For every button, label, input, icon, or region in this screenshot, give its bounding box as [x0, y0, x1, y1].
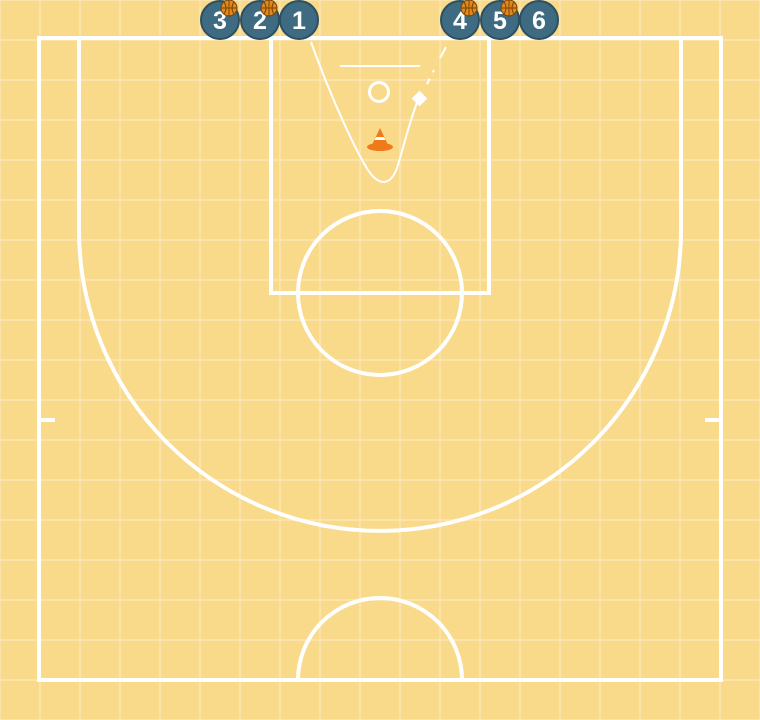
player-3[interactable]: 3: [200, 0, 240, 40]
movement-path: [310, 41, 419, 183]
player-4[interactable]: 4: [440, 0, 480, 40]
player-5[interactable]: 5: [480, 0, 520, 40]
three-point-line: [77, 38, 683, 533]
basketball-icon: [260, 0, 278, 17]
basketball-icon: [460, 0, 478, 17]
player-2[interactable]: 2: [240, 0, 280, 40]
pass-line-segment: [426, 69, 435, 85]
player-number: 6: [532, 7, 546, 35]
cone-icon: [367, 128, 393, 151]
pass-line-end: [439, 46, 447, 59]
free-throw-circle: [296, 209, 464, 377]
basketball-icon: [500, 0, 518, 17]
player-number: 1: [292, 7, 306, 35]
player-6[interactable]: 6: [519, 0, 559, 40]
center-circle: [296, 596, 464, 681]
basketball-icon: [220, 0, 238, 17]
hoop-icon: [368, 81, 390, 103]
free-throw-lane: [269, 36, 491, 295]
player-circle-icon: [279, 0, 319, 40]
player-circle-icon: [519, 0, 559, 40]
court-lines: [37, 36, 723, 682]
player-1[interactable]: 1: [279, 0, 319, 40]
